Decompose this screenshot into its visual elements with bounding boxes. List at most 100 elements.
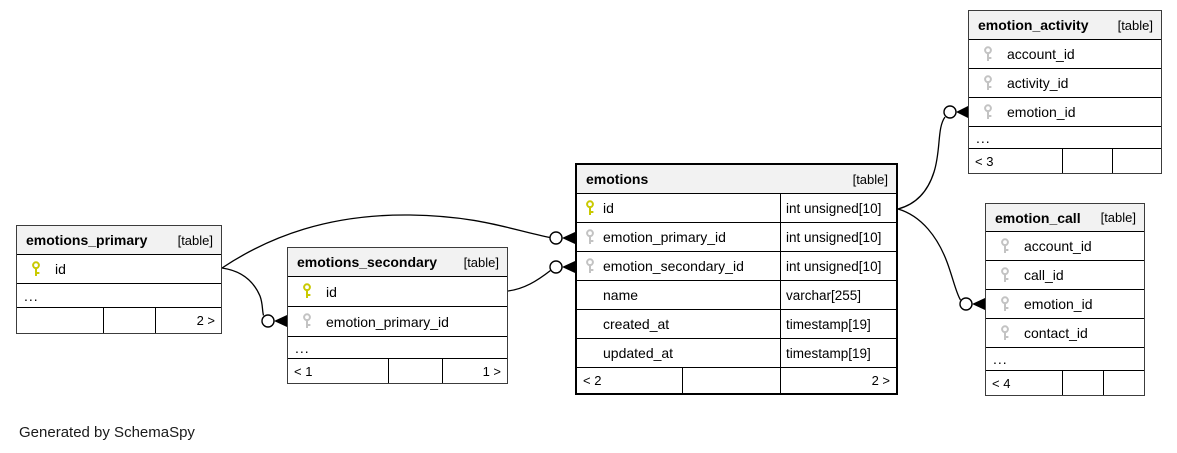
column-name: contact_id — [1024, 325, 1088, 341]
foreign-key-icon — [577, 228, 603, 246]
column-type: timestamp[19] — [780, 310, 896, 338]
ellipsis-row: ... — [969, 127, 1161, 149]
column-row-emotion-secondary-id[interactable]: emotion_secondary_id int unsigned[10] — [577, 252, 896, 281]
footer-cell-mid — [1063, 371, 1104, 395]
column-row-id[interactable]: id — [17, 255, 221, 284]
column-type: timestamp[19] — [780, 339, 896, 367]
table-name: emotions_primary — [26, 232, 148, 248]
column-name: id — [55, 261, 66, 277]
column-name: emotion_id — [1024, 296, 1093, 312]
primary-key-icon — [17, 260, 55, 278]
column-name: call_id — [1024, 267, 1064, 283]
footer-cell-left: < 3 — [969, 149, 1063, 173]
column-row-account-id[interactable]: account_id — [986, 232, 1144, 261]
table-emotions-primary[interactable]: emotions_primary [table] id ... 2 > — [16, 225, 222, 334]
column-name: id — [603, 200, 614, 216]
column-row-emotion-primary-id[interactable]: emotion_primary_id int unsigned[10] — [577, 223, 896, 252]
column-row-account-id[interactable]: account_id — [969, 40, 1161, 69]
column-type: int unsigned[10] — [780, 252, 896, 280]
table-tag: [table] — [177, 232, 213, 248]
table-name: emotion_activity — [978, 17, 1089, 33]
table-emotion-call[interactable]: emotion_call [table] account_id call_id — [985, 203, 1145, 396]
footer-cell-mid — [104, 308, 156, 333]
footer-cell-right: 2 > — [196, 313, 215, 328]
column-row-activity-id[interactable]: activity_id — [969, 69, 1161, 98]
foreign-key-icon — [969, 74, 1007, 92]
column-row-emotion-id[interactable]: emotion_id — [969, 98, 1161, 127]
column-name: emotion_secondary_id — [603, 258, 744, 274]
table-tag: [table] — [463, 254, 499, 270]
column-name: created_at — [603, 316, 670, 332]
relationship-emotions-to-call — [897, 208, 985, 311]
relationship-primary-to-secondary — [221, 267, 287, 328]
column-name: emotion_primary_id — [603, 229, 726, 245]
table-name: emotion_call — [995, 209, 1081, 226]
footer-cell-right: 1 > — [482, 363, 501, 379]
table-name: emotions — [586, 171, 649, 187]
foreign-key-icon — [986, 237, 1024, 255]
table-header[interactable]: emotions [table] — [577, 165, 896, 194]
table-tag: [table] — [1100, 210, 1136, 225]
foreign-key-icon — [969, 45, 1007, 63]
footer-cell-right — [1113, 149, 1161, 173]
relationship-secondary-to-emotions — [507, 260, 575, 292]
column-name: emotion_id — [1007, 104, 1076, 120]
table-emotions-secondary[interactable]: emotions_secondary [table] id emotion_pr… — [287, 247, 508, 384]
footer-cell-left: < 2 — [577, 368, 683, 393]
column-name: updated_at — [603, 345, 674, 361]
table-header[interactable]: emotions_secondary [table] — [288, 248, 507, 277]
column-name: account_id — [1007, 46, 1075, 62]
foreign-key-icon — [986, 324, 1024, 342]
table-emotion-activity[interactable]: emotion_activity [table] account_id acti… — [968, 10, 1162, 174]
column-name: id — [326, 283, 337, 300]
column-row-id[interactable]: id int unsigned[10] — [577, 194, 896, 223]
foreign-key-icon — [986, 295, 1024, 313]
primary-key-icon — [577, 199, 603, 217]
foreign-key-icon — [986, 266, 1024, 284]
table-tag: [table] — [852, 171, 888, 187]
column-row-id[interactable]: id — [288, 277, 507, 307]
footer-cell-mid — [389, 359, 443, 383]
footer-cell-left — [17, 308, 104, 333]
footer-cell-mid — [1063, 149, 1113, 173]
generated-by-note: Generated by SchemaSpy — [19, 424, 195, 441]
foreign-key-icon — [969, 103, 1007, 121]
relationship-emotions-to-activity — [897, 105, 968, 210]
table-header[interactable]: emotions_primary [table] — [17, 226, 221, 255]
table-name: emotions_secondary — [297, 254, 438, 270]
footer-cell-right: 2 > — [871, 373, 890, 388]
foreign-key-icon — [288, 313, 326, 330]
footer-cell-right — [1104, 371, 1144, 395]
table-header[interactable]: emotion_activity [table] — [969, 11, 1161, 40]
column-name: emotion_primary_id — [326, 313, 449, 330]
table-tag: [table] — [1117, 17, 1153, 33]
column-type: int unsigned[10] — [780, 194, 896, 222]
column-type: varchar[255] — [780, 281, 896, 309]
column-row-updated-at[interactable]: updated_at timestamp[19] — [577, 339, 896, 368]
table-emotions[interactable]: emotions [table] id int unsigned[10] — [575, 163, 898, 395]
column-type: int unsigned[10] — [780, 223, 896, 251]
column-row-call-id[interactable]: call_id — [986, 261, 1144, 290]
ellipsis-row: ... — [288, 337, 507, 359]
column-name: account_id — [1024, 238, 1092, 254]
table-footer: < 1 1 > — [288, 359, 507, 383]
table-header[interactable]: emotion_call [table] — [986, 204, 1144, 232]
column-name: name — [603, 287, 639, 303]
footer-cell-mid — [683, 368, 781, 393]
table-footer: < 4 — [986, 371, 1144, 395]
column-row-emotion-primary-id[interactable]: emotion_primary_id — [288, 307, 507, 337]
ellipsis-row: ... — [986, 348, 1144, 371]
column-row-created-at[interactable]: created_at timestamp[19] — [577, 310, 896, 339]
table-footer: < 2 2 > — [577, 368, 896, 393]
column-row-contact-id[interactable]: contact_id — [986, 319, 1144, 348]
footer-cell-left: < 1 — [288, 359, 389, 383]
foreign-key-icon — [577, 257, 603, 275]
table-footer: < 3 — [969, 149, 1161, 173]
column-row-emotion-id[interactable]: emotion_id — [986, 290, 1144, 319]
primary-key-icon — [288, 283, 326, 300]
footer-cell-left: < 4 — [986, 371, 1063, 395]
column-name: activity_id — [1007, 75, 1069, 91]
column-row-name[interactable]: name varchar[255] — [577, 281, 896, 310]
ellipsis-row: ... — [17, 284, 221, 308]
